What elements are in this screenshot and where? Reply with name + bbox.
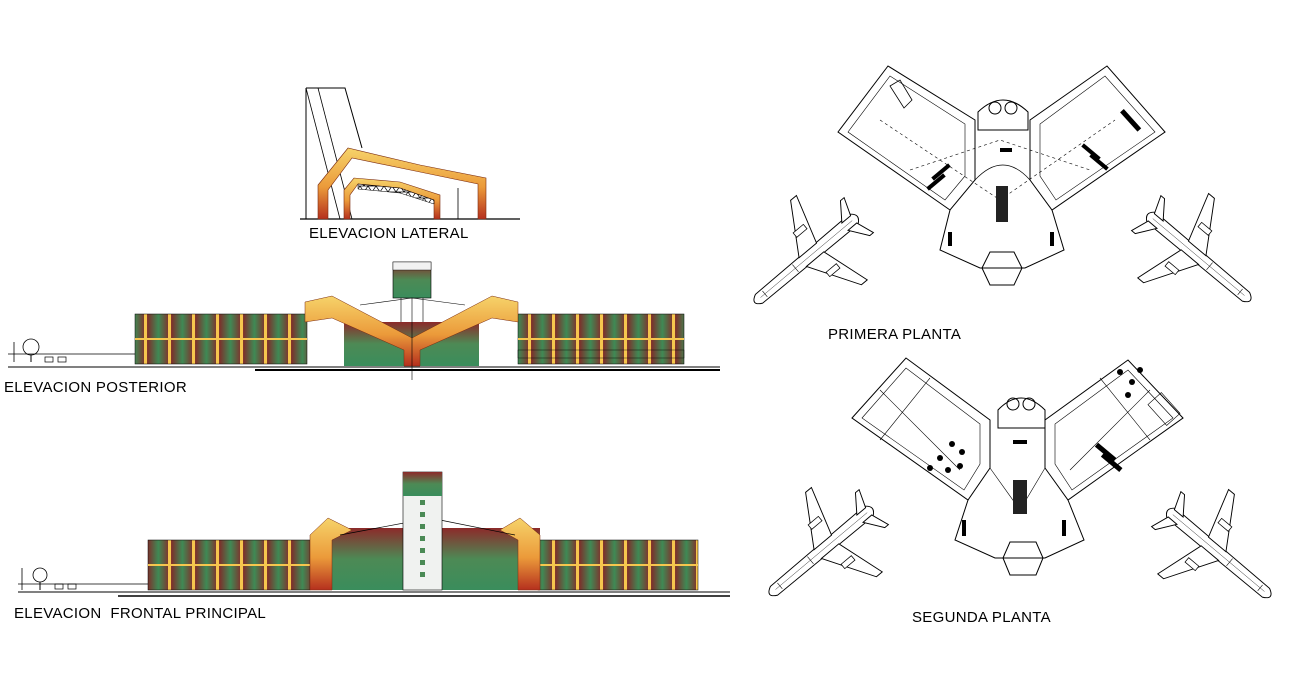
airplane-top-right [1110, 170, 1287, 344]
front-elevation-drawing [18, 471, 730, 597]
rear-elevation-drawing [8, 261, 720, 380]
side-elevation-drawing [300, 87, 520, 220]
second-floor-label: SEGUNDA PLANTA [912, 609, 1051, 626]
first-floor-plan-drawing [837, 65, 1166, 286]
side-elevation-label: ELEVACION LATERAL [309, 225, 469, 242]
airplane-bottom-left [733, 464, 910, 638]
airplane-bottom-right [1130, 466, 1293, 640]
second-floor-plan-drawing [851, 357, 1184, 576]
airplane-top-left [718, 172, 895, 346]
rear-elevation-label: ELEVACION POSTERIOR [4, 379, 187, 396]
first-floor-label: PRIMERA PLANTA [828, 326, 962, 343]
front-elevation-label: ELEVACION FRONTAL PRINCIPAL [14, 605, 267, 622]
